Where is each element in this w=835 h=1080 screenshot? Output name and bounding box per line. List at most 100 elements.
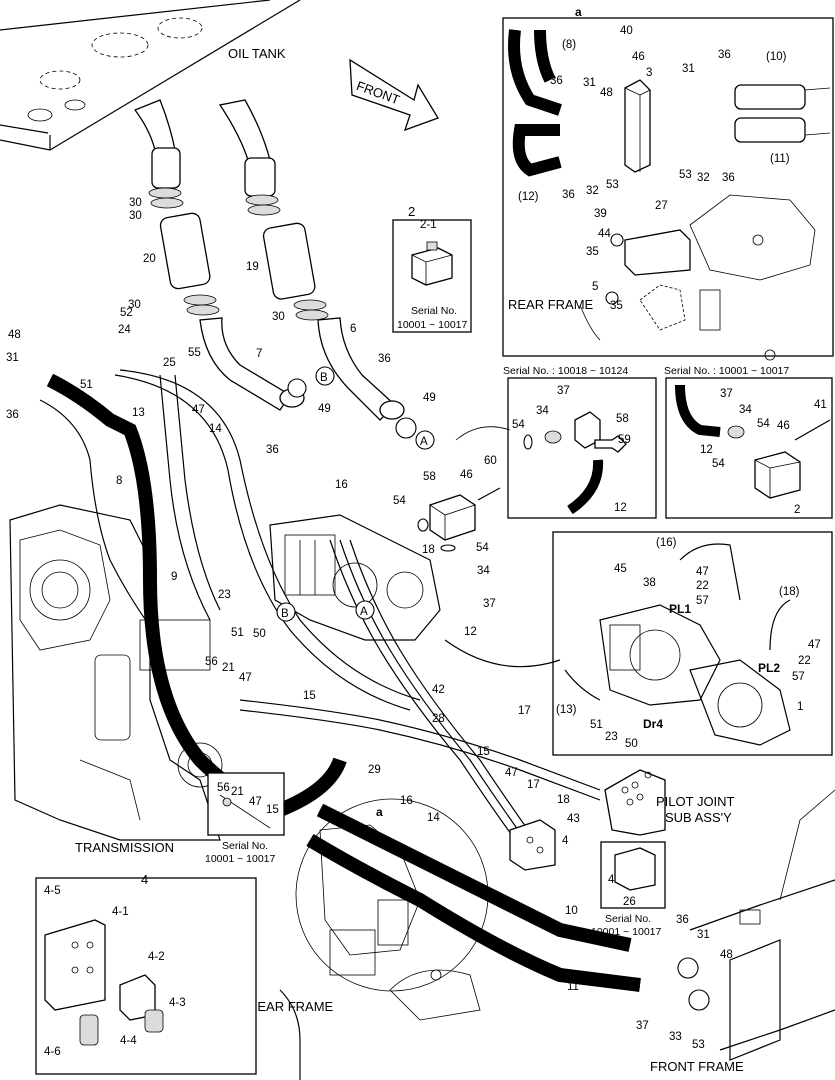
reference-markers: B A B A a: [281, 366, 435, 819]
box2-serial-2: 10001 ~ 10017: [397, 319, 468, 331]
part-callout: 34: [536, 405, 549, 417]
part-callout: 59: [618, 434, 631, 446]
part-callout: 36: [378, 353, 391, 365]
pilot-joint-label-2: SUB ASS'Y: [665, 810, 732, 825]
part-callout: 36: [550, 75, 563, 87]
part-callout: 28: [432, 713, 445, 725]
small-serial-box-56: Serial No. 10001 ~ 10017: [205, 772, 285, 865]
part-callout: 7: [256, 348, 262, 360]
part-callout: 43: [567, 813, 580, 825]
part-callout: 52: [120, 307, 133, 319]
part-callout: 47: [808, 639, 821, 651]
part-callout: 34: [739, 404, 752, 416]
part-callout: 54: [476, 542, 489, 554]
part-callout: 31: [697, 929, 710, 941]
part-callout: 29: [368, 764, 381, 776]
part-callout: 13: [132, 407, 145, 419]
part-callout: 51: [80, 379, 93, 391]
part-callout: 54: [757, 418, 770, 430]
dr4-label: Dr4: [643, 717, 663, 731]
part-callout: 46: [632, 51, 645, 63]
pilot-block-4-main: [509, 819, 556, 871]
box4-title: 4: [141, 872, 148, 887]
part-callout: 36: [722, 172, 735, 184]
part-callout: 48: [8, 329, 21, 341]
part-callout: (13): [556, 704, 577, 716]
part-callout: 12: [464, 626, 477, 638]
rear-frame-zoom-circle: [279, 798, 489, 1080]
part-callout: 15: [477, 746, 490, 758]
detail-a-box: a REAR FRAME: [502, 5, 834, 361]
part-callout: 30: [129, 210, 142, 222]
marker-b-pump: B: [281, 608, 289, 620]
transmission: TRANSMISSION: [9, 504, 223, 855]
oil-tank-label: OIL TANK: [228, 46, 286, 61]
part-callout: 19: [246, 261, 259, 273]
callouts-box-4: 4-54-14-24-34-44-6: [44, 885, 186, 1058]
small-serial-box-4: Serial No. 10001 ~ 10017: [591, 841, 666, 938]
small56-serial-2: 10001 ~ 10017: [205, 853, 276, 865]
part-callout: 47: [239, 672, 252, 684]
part-callout: 47: [505, 767, 518, 779]
part-callout: 18: [557, 794, 570, 806]
detail-2-box: 2 2-1 Serial No. 10001 ~ 10017: [392, 204, 472, 333]
part-callout: 26: [623, 896, 636, 908]
part-callout: 56: [205, 656, 218, 668]
part-callout: 56: [217, 782, 230, 794]
part-callout: 18: [422, 544, 435, 556]
pilot-joint-sub-assembly: PILOT JOINT SUB ASS'Y: [604, 769, 735, 836]
part-callout: 4-1: [112, 906, 129, 918]
part-callout: 36: [718, 49, 731, 61]
part-callout: 12: [614, 502, 627, 514]
part-callout: 9: [171, 571, 177, 583]
part-callout: (8): [562, 39, 576, 51]
part-callout: 16: [335, 479, 348, 491]
part-callout: 34: [477, 565, 490, 577]
part-callout: 35: [610, 300, 623, 312]
part-callout: 10: [565, 905, 578, 917]
part-callout: 32: [586, 185, 599, 197]
part-callout: 51: [590, 719, 603, 731]
part-callout: 54: [712, 458, 725, 470]
part-callout: 53: [606, 179, 619, 191]
part-callout: 4-5: [44, 885, 61, 897]
part-callout: 25: [163, 357, 176, 369]
part-callout: 42: [432, 684, 445, 696]
part-callout: 54: [393, 495, 406, 507]
part-callout: 36: [6, 409, 19, 421]
part-callout: 5: [592, 281, 598, 293]
part-callout: 45: [614, 563, 627, 575]
part-callout: 14: [427, 812, 440, 824]
part-callout: 21: [222, 662, 235, 674]
part-callout: 4: [608, 874, 615, 886]
part-callout: 33: [669, 1031, 682, 1043]
part-callout: 4-4: [120, 1035, 137, 1047]
pl1-label: PL1: [669, 602, 691, 616]
part-callout: 30: [272, 311, 285, 323]
part-callout: 46: [460, 469, 473, 481]
part-callout: 31: [682, 63, 695, 75]
part-callout: (10): [766, 51, 787, 63]
small56-serial-1: Serial No.: [222, 840, 268, 852]
box2-part: 2-1: [420, 219, 437, 231]
part-callout: 4-2: [148, 951, 165, 963]
part-callout: 60: [484, 455, 497, 467]
small4-serial-1: Serial No.: [605, 913, 651, 925]
part-callout: 3: [646, 67, 652, 79]
callouts-main: 3030201930305224483151362555477136364949…: [6, 197, 733, 1051]
part-callout: 11: [567, 981, 579, 993]
part-callout: 54: [512, 419, 525, 431]
part-callout: 27: [655, 200, 668, 212]
part-callout: 36: [562, 189, 575, 201]
part-callout: 20: [143, 253, 156, 265]
part-callout: 51: [231, 627, 244, 639]
part-callout: 37: [720, 388, 733, 400]
small4-serial-2: 10001 ~ 10017: [591, 926, 662, 938]
det58-serial: Serial No. : 10018 ~ 10124: [503, 365, 628, 377]
box-4-pilot-block: 4: [35, 872, 257, 1075]
front-arrow: FRONT: [349, 58, 439, 132]
front-frame: FRONT FRAME: [650, 789, 835, 1074]
